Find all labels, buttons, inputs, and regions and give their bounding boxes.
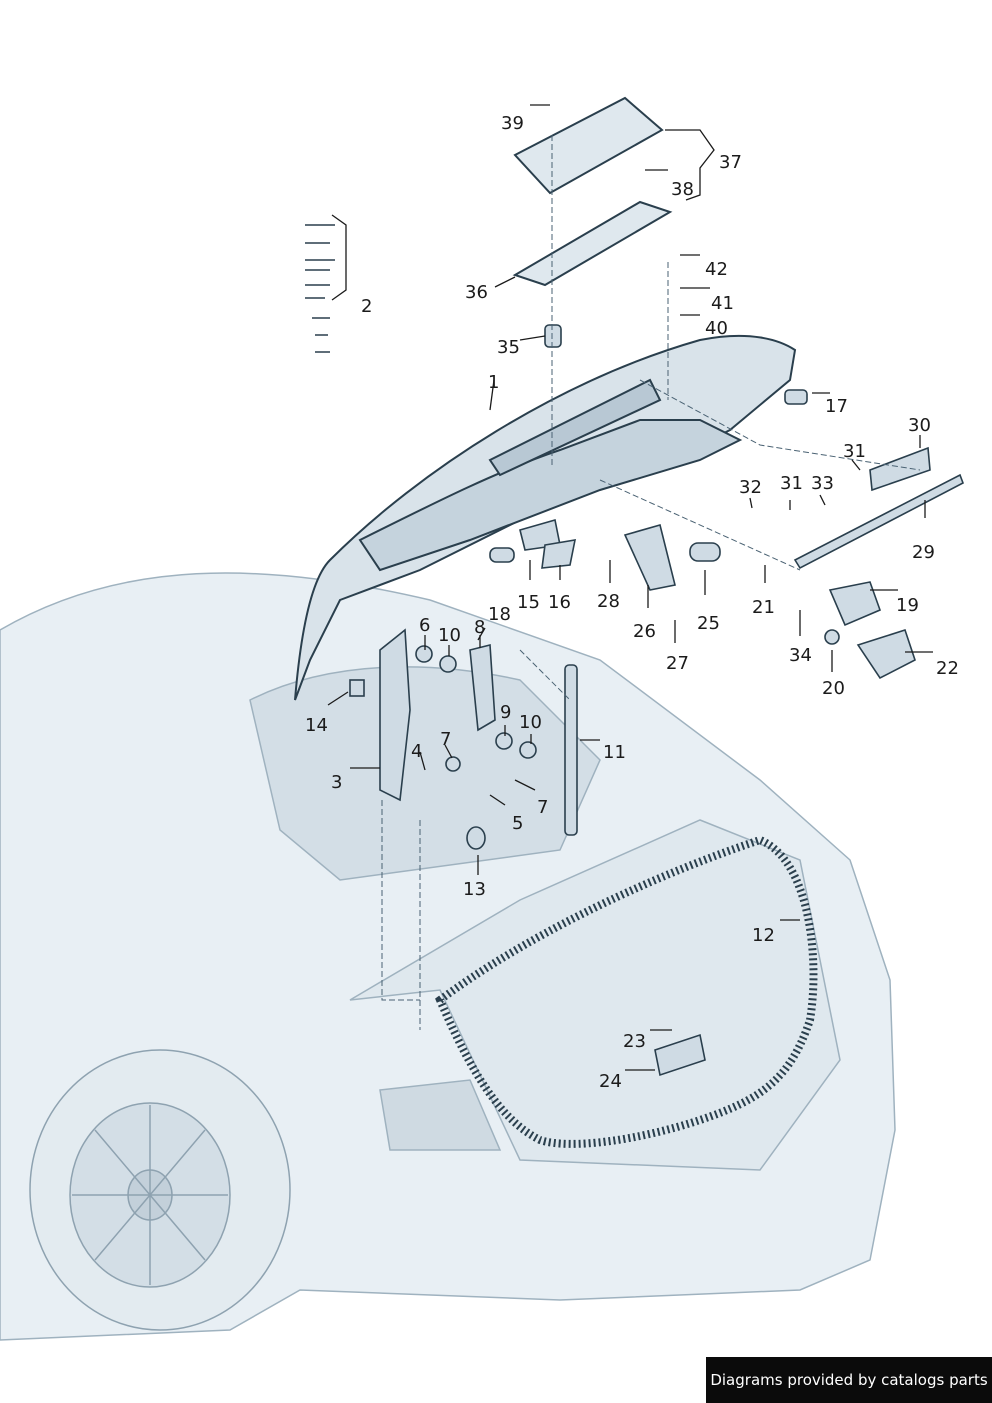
label-35: 35 (497, 337, 520, 358)
leader-lines (327, 104, 933, 1071)
label-30: 30 (908, 415, 931, 436)
label-32: 32 (739, 477, 762, 498)
label-10a: 10 (438, 625, 461, 646)
label-18: 18 (488, 604, 511, 625)
label-25: 25 (697, 613, 720, 634)
label-8: 8 (474, 617, 485, 638)
label-34: 34 (789, 645, 812, 666)
label-12: 12 (752, 925, 775, 946)
label-36: 36 (465, 282, 488, 303)
label-40: 40 (705, 318, 728, 339)
label-5: 5 (512, 813, 523, 834)
license-plate (512, 96, 673, 287)
label-37: 37 (719, 152, 742, 173)
label-33: 33 (811, 473, 834, 494)
label-19: 19 (896, 595, 919, 616)
label-7b: 7 (537, 797, 548, 818)
label-38: 38 (671, 179, 694, 200)
label-9: 9 (500, 702, 511, 723)
label-15: 15 (517, 592, 540, 613)
part-labels: 1 2 3 4 5 6 7 7 8 9 10 10 11 12 13 14 15… (305, 113, 959, 1092)
label-28: 28 (597, 591, 620, 612)
label-7a: 7 (440, 729, 451, 750)
label-11: 11 (603, 742, 626, 763)
components (305, 224, 964, 1077)
projection-lines (381, 135, 921, 1030)
label-29: 29 (912, 542, 935, 563)
trunk-seal (435, 835, 818, 1148)
label-13: 13 (463, 879, 486, 900)
label-1: 1 (488, 372, 499, 393)
label-2: 2 (361, 296, 372, 317)
label-24: 24 (599, 1071, 622, 1092)
trunk-lid (294, 334, 797, 701)
label-16: 16 (548, 592, 571, 613)
label-22: 22 (936, 658, 959, 679)
label-31a: 31 (843, 441, 866, 462)
label-27: 27 (666, 653, 689, 674)
label-23: 23 (623, 1031, 646, 1052)
label-39: 39 (501, 113, 524, 134)
label-10b: 10 (519, 712, 542, 733)
label-26: 26 (633, 621, 656, 642)
label-3: 3 (331, 772, 342, 793)
label-42: 42 (705, 259, 728, 280)
label-14: 14 (305, 715, 328, 736)
label-41: 41 (711, 293, 734, 314)
label-21: 21 (752, 597, 775, 618)
label-4: 4 (411, 741, 422, 762)
label-31b: 31 (780, 473, 803, 494)
label-20: 20 (822, 678, 845, 699)
label-17: 17 (825, 396, 848, 417)
credit-badge: Diagrams provided by catalogs parts (706, 1357, 992, 1403)
wheel (29, 1049, 291, 1331)
label-6: 6 (419, 615, 430, 636)
